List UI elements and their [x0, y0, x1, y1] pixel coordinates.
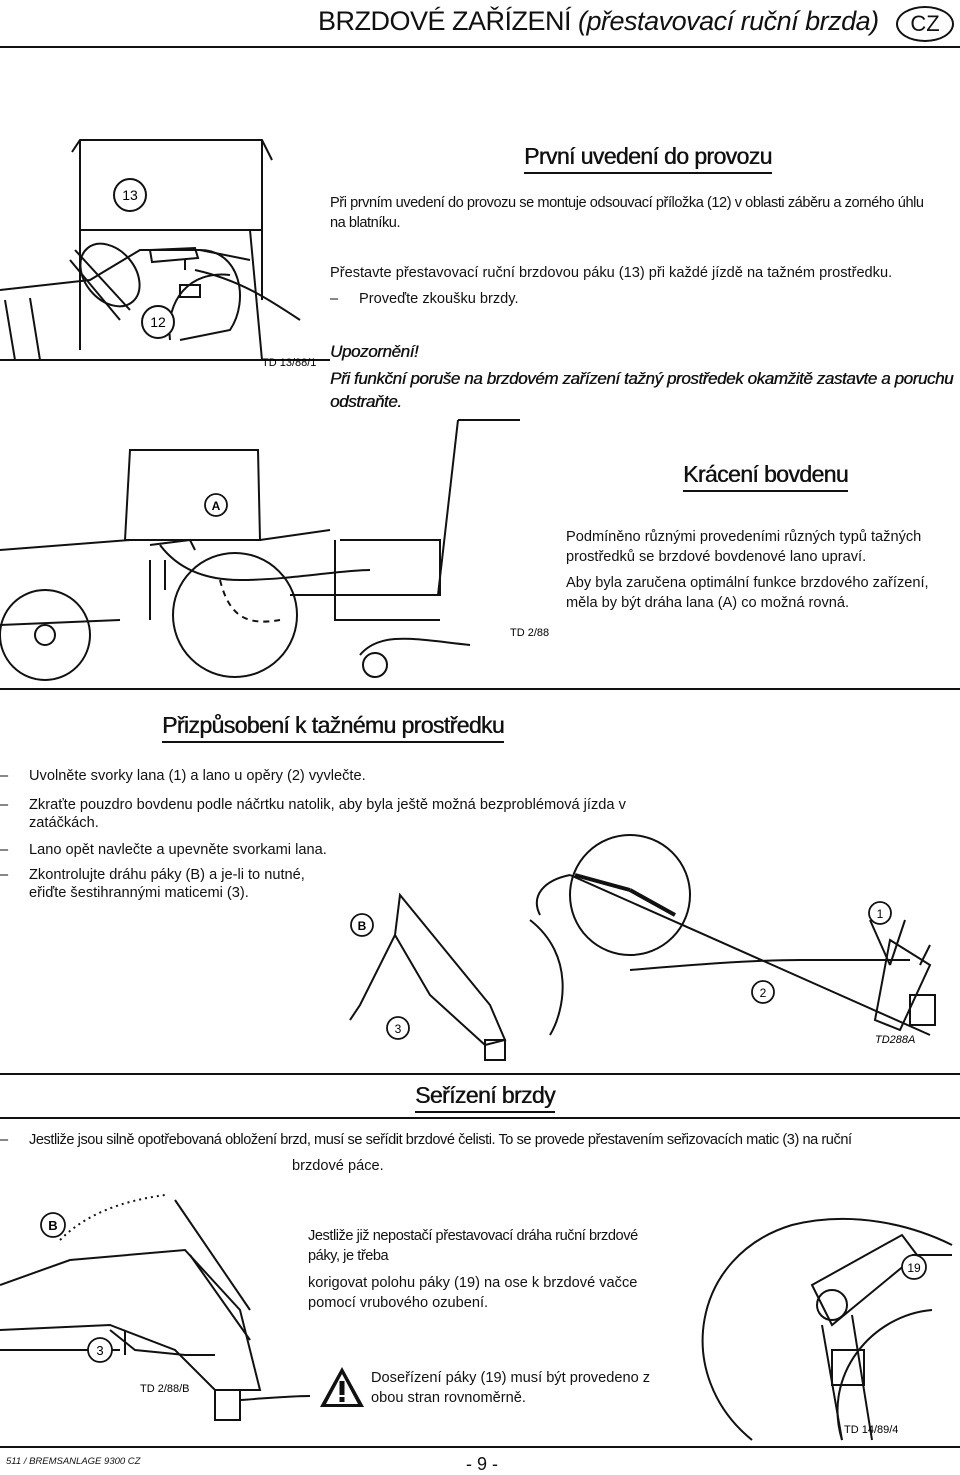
- first-use-para-1: Při prvním uvedení do provozu se montuje…: [330, 195, 924, 231]
- callout-A: A: [212, 499, 221, 513]
- tractor-side-figure: A TD 2/88: [0, 419, 549, 681]
- tractor-cab-figure: 13 12 TD 13/88/1: [0, 139, 330, 369]
- callout-B: B: [48, 1218, 57, 1233]
- figure-code: TD 2/88: [510, 627, 549, 639]
- title-sub: (přestavovací ruční brzda): [578, 6, 879, 36]
- first-use-para-2: Přestavte přestavovací ruční brzdovou pá…: [330, 265, 893, 281]
- adaptation-item-4: – Zkontrolujte dráhu páky (B) a je-li to…: [0, 867, 305, 901]
- warning-icon: [320, 1367, 364, 1407]
- brake-para-1-line-2: brzdové páce.: [292, 1158, 384, 1174]
- callout-19: 19: [907, 1261, 921, 1275]
- title-main: BRZDOVÉ ZAŘÍZENÍ: [318, 6, 572, 36]
- brake-para-2: Jestliže již nepostačí přestavovací dráh…: [308, 1228, 638, 1264]
- callout-3: 3: [395, 1022, 402, 1036]
- cable-adjust-figure: B 3 1 2 TD288A: [349, 834, 936, 1061]
- brake-drum-figure: 19 TD 14/89/4: [701, 1217, 953, 1441]
- callout-1: 1: [877, 907, 884, 921]
- footer-rule: [0, 1446, 960, 1448]
- callout-3: 3: [96, 1343, 103, 1358]
- section-heading-first-use: První uvedení do provozu: [524, 143, 772, 174]
- figure-code: TD 2/88/B: [140, 1383, 190, 1395]
- section-heading-adaptation: Přizpůsobení k tažnému prostředku: [162, 712, 505, 743]
- brake-note: Doseřízení páky (19) musí být provedeno …: [371, 1370, 651, 1406]
- header-rule: [0, 46, 960, 48]
- first-use-dash: –: [330, 291, 339, 307]
- language-badge: CZ: [896, 6, 954, 42]
- cable-para-1: Podmíněno různými provedeními různých ty…: [566, 529, 922, 565]
- page-title: BRZDOVÉ ZAŘÍZENÍ (přestavovací ruční brz…: [318, 6, 879, 37]
- figure-code: TD288A: [875, 1034, 915, 1046]
- callout-13: 13: [122, 187, 138, 203]
- figure-code: TD 14/89/4: [844, 1424, 898, 1436]
- warning-text: Při funkční poruše na brzdovém zařízení …: [330, 369, 954, 411]
- callout-2: 2: [760, 986, 767, 1000]
- lever-adjust-figure: B 3 TD 2/88/B: [0, 1194, 311, 1421]
- first-use-para-3: Proveďte zkoušku brzdy.: [359, 291, 519, 307]
- cable-para-2: Aby byla zaručena optimální funkce brzdo…: [566, 575, 929, 611]
- brake-dash: –: [0, 1132, 9, 1148]
- section-divider: [0, 1117, 960, 1119]
- callout-B: B: [358, 919, 367, 933]
- brake-para-3: korigovat polohu páky (19) na ose k brzd…: [308, 1275, 638, 1311]
- brake-para-1-line-1: Jestliže jsou silně opotřebovaná obložen…: [29, 1132, 852, 1148]
- document-code: 511 / BREMSANLAGE 9300 CZ: [6, 1456, 141, 1467]
- section-divider: [0, 688, 960, 690]
- figure-code: TD 13/88/1: [262, 357, 316, 369]
- section-heading-cable-shortening: Krácení bovdenu: [683, 461, 849, 492]
- page-number: - 9 -: [466, 1454, 499, 1474]
- adaptation-item-2: – Zkraťte pouzdro bovdenu podle náčrtku …: [0, 797, 626, 831]
- section-divider: [0, 1073, 960, 1075]
- callout-12: 12: [150, 314, 166, 330]
- warning-title: Upozornění!: [330, 342, 419, 361]
- section-heading-brake-adjustment: Seřízení brzdy: [415, 1082, 555, 1113]
